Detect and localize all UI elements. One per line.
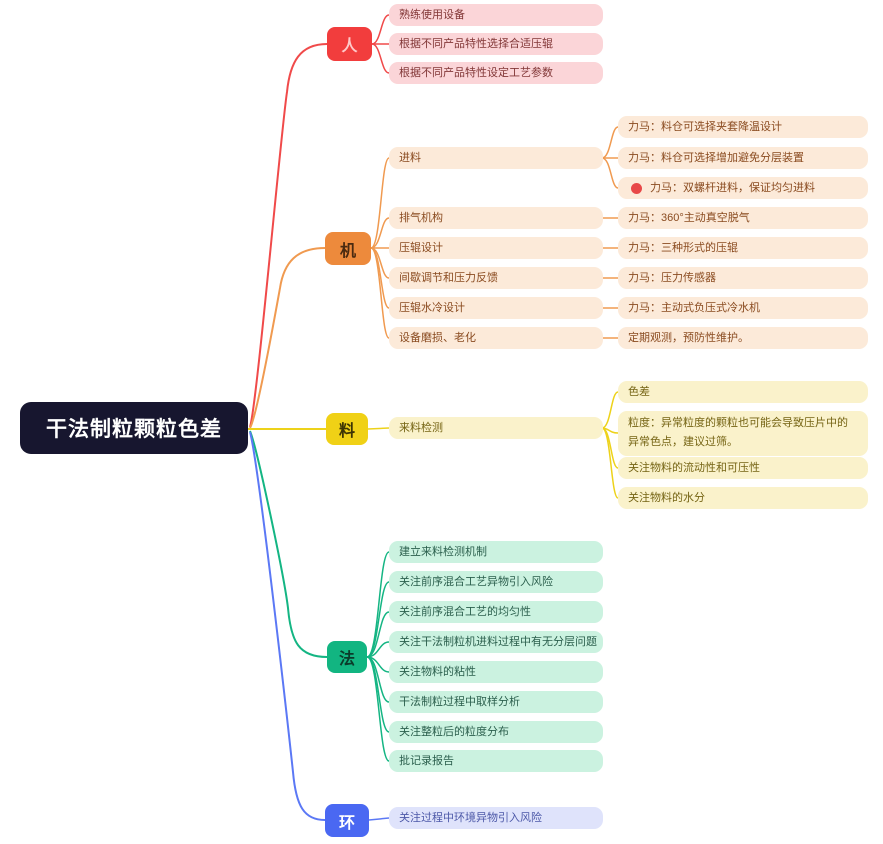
topic-ji-watercool[interactable]: 压辊水冷设计 bbox=[389, 297, 603, 319]
branch-node-fa[interactable]: 法 bbox=[327, 641, 367, 673]
topic-fa-6[interactable]: 干法制粒过程中取样分析 bbox=[389, 691, 603, 713]
branch-node-huan[interactable]: 环 bbox=[325, 804, 369, 837]
topic-ren-2[interactable]: 根据不同产品特性选择合适压辊 bbox=[389, 33, 603, 55]
links-huan bbox=[368, 817, 390, 821]
topic-ji-exhaust-1[interactable]: 力马：360°主动真空脱气 bbox=[618, 207, 868, 229]
topic-fa-7[interactable]: 关注整粒后的粒度分布 bbox=[389, 721, 603, 743]
topic-fa-1[interactable]: 建立来料检测机制 bbox=[389, 541, 603, 563]
central-topic[interactable]: 干法制粒颗粒色差 bbox=[20, 402, 248, 454]
topic-label: 力马：双螺杆进料，保证均匀进料 bbox=[650, 182, 815, 194]
links-fa bbox=[366, 551, 390, 762]
topic-ji-feed-1[interactable]: 力马：料仓可选择夹套降温设计 bbox=[618, 116, 868, 138]
topic-fa-3[interactable]: 关注前序混合工艺的均匀性 bbox=[389, 601, 603, 623]
topic-fa-4[interactable]: 关注干法制粒机进料过程中有无分层问题 bbox=[389, 631, 603, 653]
trunk-ji bbox=[249, 247, 326, 429]
topic-ji-feed-2[interactable]: 力马：料仓可选择增加避免分层装置 bbox=[618, 147, 868, 169]
topic-ji-pressure-1[interactable]: 力马：压力传感器 bbox=[618, 267, 868, 289]
topic-ren-3[interactable]: 根据不同产品特性设定工艺参数 bbox=[389, 62, 603, 84]
branch-node-liao[interactable]: 料 bbox=[326, 413, 368, 445]
branch-node-ji[interactable]: 机 bbox=[325, 232, 371, 265]
topic-liao-4[interactable]: 关注物料的水分 bbox=[618, 487, 868, 509]
topic-ji-watercool-1[interactable]: 力马：主动式负压式冷水机 bbox=[618, 297, 868, 319]
topic-ji-feed[interactable]: 进料 bbox=[389, 147, 603, 169]
topic-ji-roller-1[interactable]: 力马：三种形式的压辊 bbox=[618, 237, 868, 259]
trunk-huan bbox=[249, 431, 326, 821]
topic-fa-2[interactable]: 关注前序混合工艺异物引入风险 bbox=[389, 571, 603, 593]
topic-fa-8[interactable]: 批记录报告 bbox=[389, 750, 603, 772]
links-ji bbox=[370, 126, 619, 339]
topic-ji-wear[interactable]: 设备磨损、老化 bbox=[389, 327, 603, 349]
topic-liao-2[interactable]: 粒度：异常粒度的颗粒也可能会导致压片中的异常色点，建议过筛。 bbox=[618, 411, 868, 456]
topic-liao-3[interactable]: 关注物料的流动性和可压性 bbox=[618, 457, 868, 479]
topic-fa-5[interactable]: 关注物料的粘性 bbox=[389, 661, 603, 683]
topic-ren-1[interactable]: 熟练使用设备 bbox=[389, 4, 603, 26]
topic-huan-1[interactable]: 关注过程中环境异物引入风险 bbox=[389, 807, 603, 829]
topic-liao-1[interactable]: 色差 bbox=[618, 381, 868, 403]
branch-node-ren[interactable]: 人 bbox=[327, 27, 372, 61]
topic-liao-inspect[interactable]: 来料检测 bbox=[389, 417, 603, 439]
topic-ji-pressure[interactable]: 间歇调节和压力反馈 bbox=[389, 267, 603, 289]
topic-ji-feed-3[interactable]: 力马：双螺杆进料，保证均匀进料 bbox=[618, 177, 868, 199]
red-dot-marker bbox=[631, 182, 642, 194]
trunk-fa bbox=[249, 430, 328, 658]
trunk-ren bbox=[249, 43, 328, 428]
topic-ji-wear-1[interactable]: 定期观测，预防性维护。 bbox=[618, 327, 868, 349]
topic-ji-roller[interactable]: 压辊设计 bbox=[389, 237, 603, 259]
links-ren bbox=[371, 14, 390, 74]
topic-ji-exhaust[interactable]: 排气机构 bbox=[389, 207, 603, 229]
links-liao bbox=[367, 391, 619, 499]
